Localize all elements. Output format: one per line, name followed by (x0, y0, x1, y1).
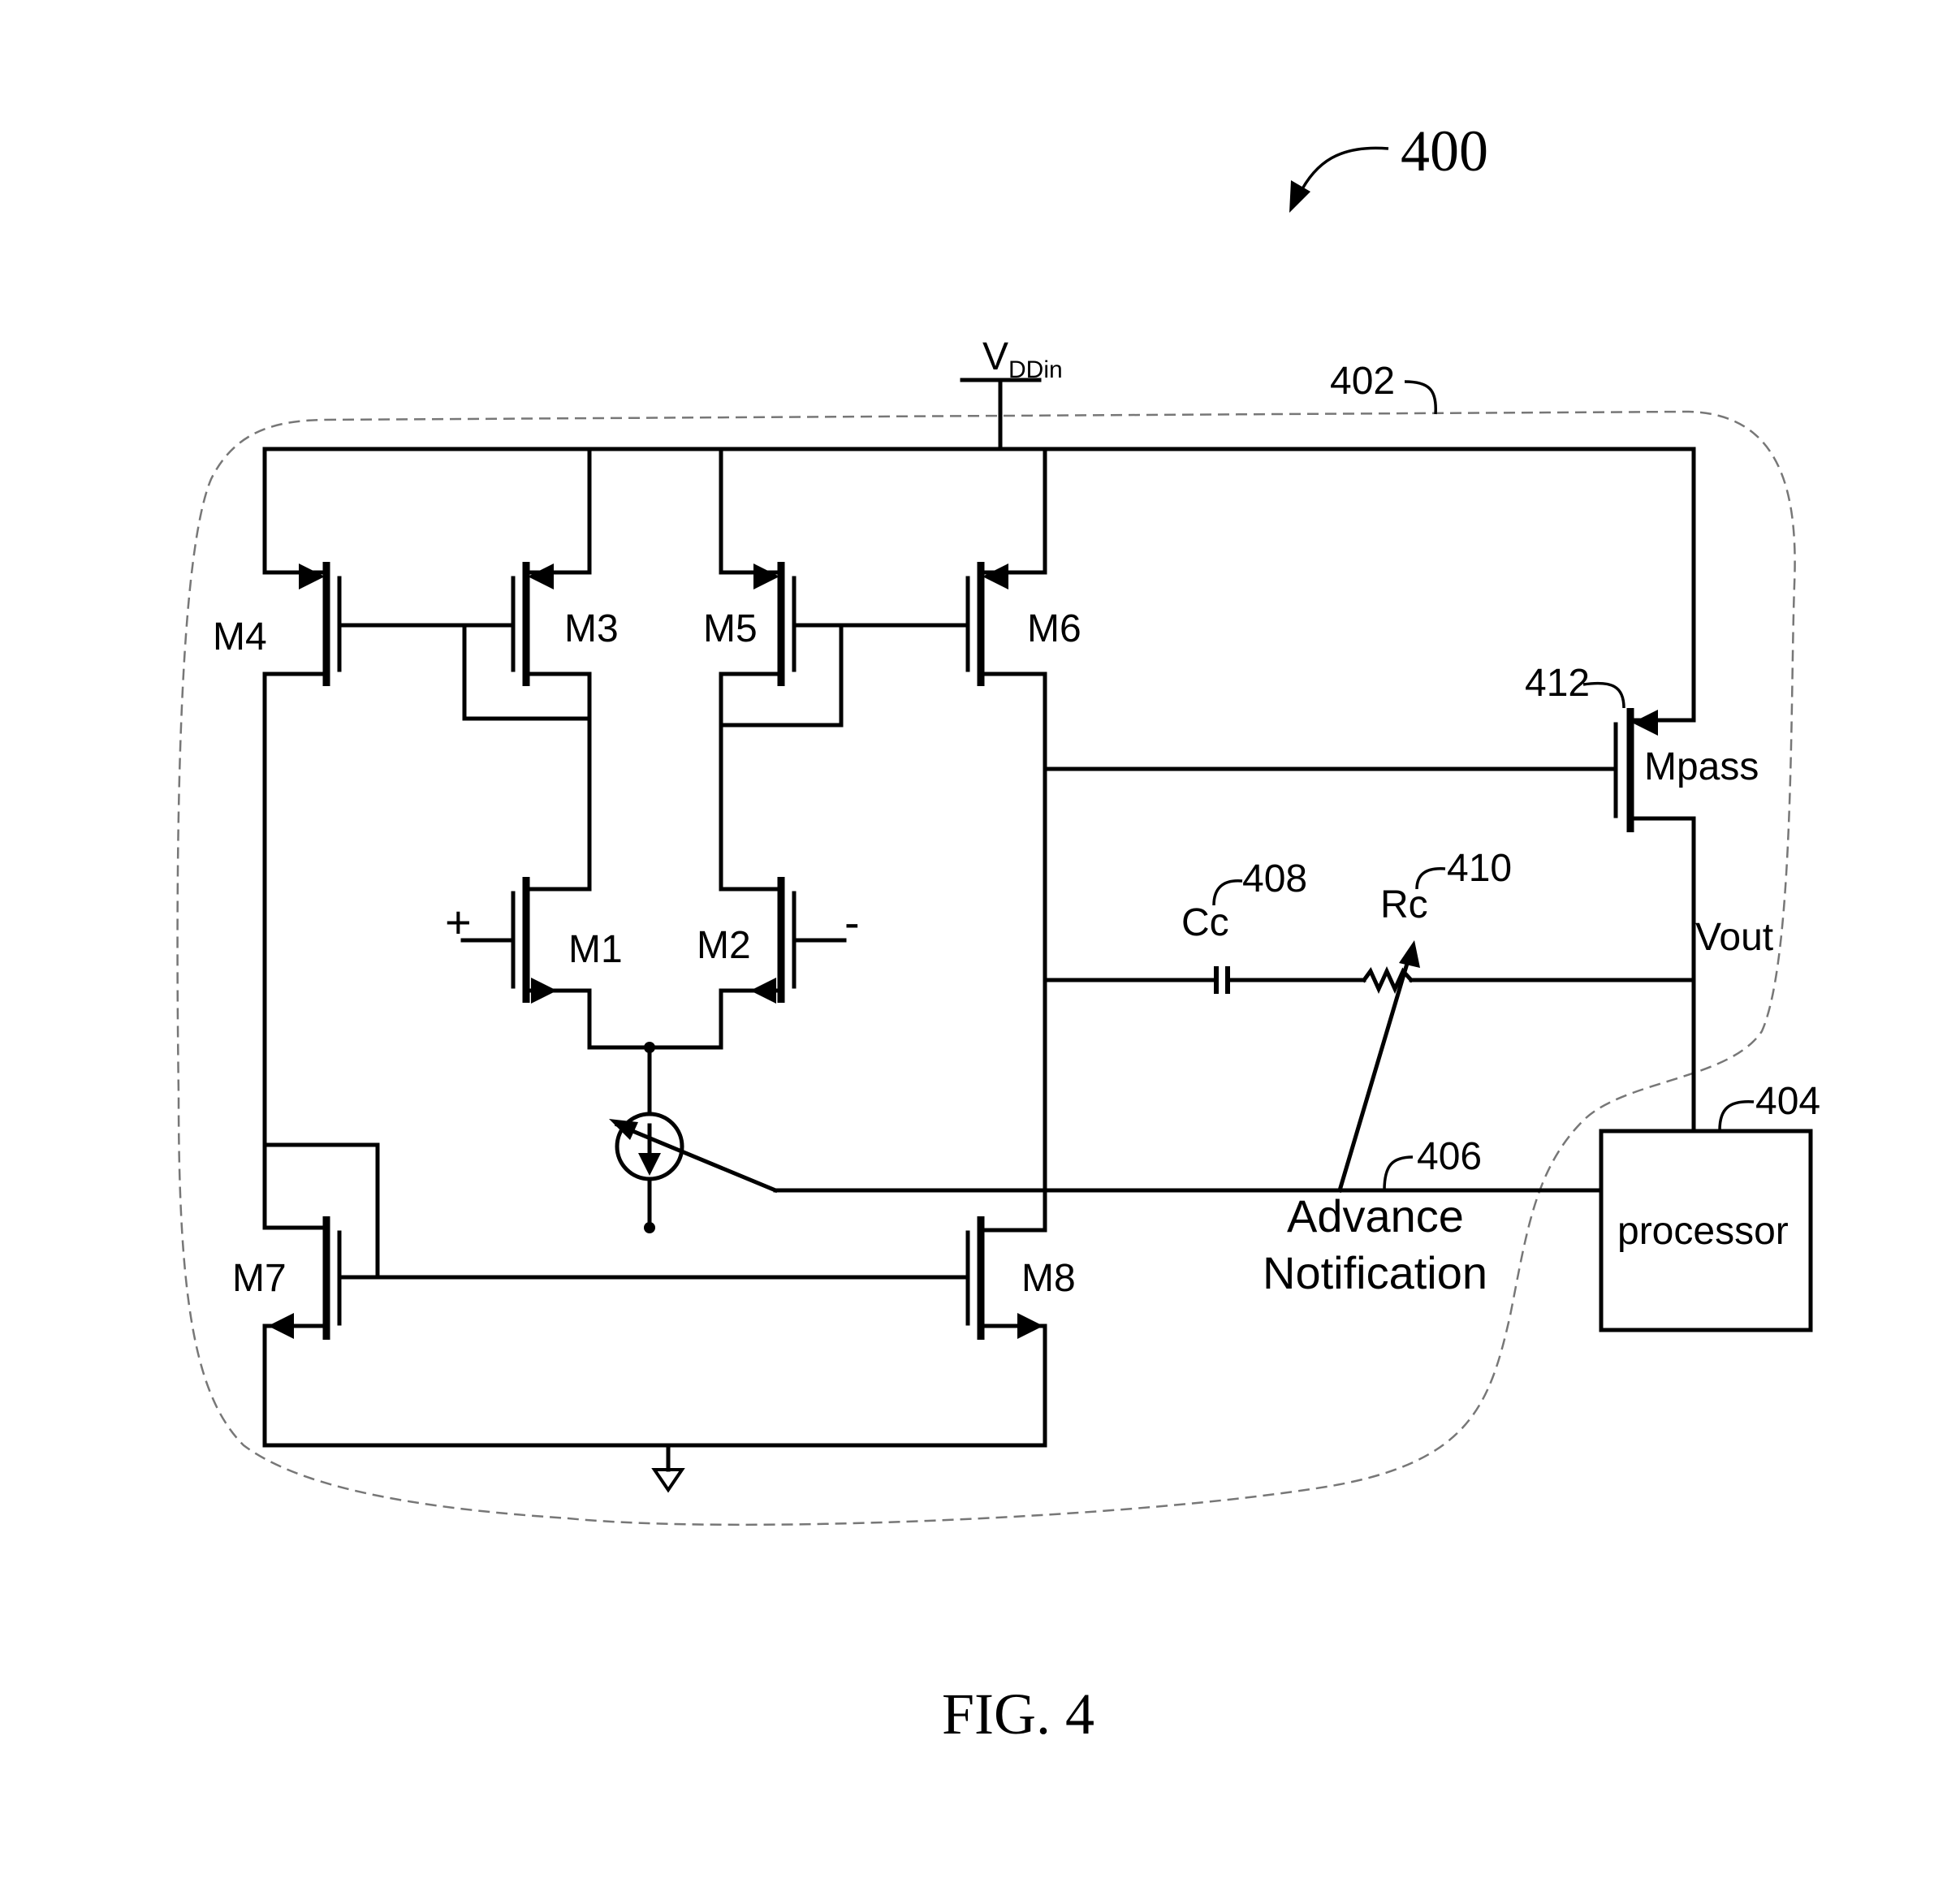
vout-label: Vout (1695, 916, 1773, 959)
m7-source-arrow (268, 1313, 294, 1339)
m4-drain-wire (265, 674, 325, 1145)
mpass-ref: 412 (1525, 662, 1590, 705)
m3-drain-wire (528, 674, 589, 889)
tail-bottom-dot (644, 1222, 655, 1233)
m7-label: M7 (232, 1257, 287, 1300)
m6-source-arrow (982, 564, 1008, 589)
m5-source-wire (721, 449, 779, 572)
m6-drain-wire (982, 674, 1045, 1230)
region-402-boundary (178, 412, 1795, 1525)
m8-label: M8 (1021, 1257, 1076, 1300)
cc-label: Cc (1181, 901, 1229, 944)
m1-source-wire (528, 991, 650, 1047)
processor-ref-leader (1720, 1102, 1754, 1130)
m3-source-arrow (528, 564, 554, 589)
tail-current-arrowhead (638, 1153, 661, 1176)
m7-source-wire (265, 1326, 325, 1445)
mpass-label: Mpass (1644, 745, 1759, 788)
m6-source-wire (982, 449, 1045, 572)
m5-source-arrow (753, 564, 779, 589)
m6-label: M6 (1027, 607, 1081, 650)
m4-source-arrow (299, 564, 325, 589)
rc-ref: 410 (1447, 847, 1512, 890)
m4-source-wire (265, 449, 325, 572)
supply-label: VDDin (982, 335, 1063, 383)
m5-drain-wire (721, 674, 779, 889)
processor-ref: 404 (1755, 1080, 1820, 1123)
rc-variable-arrowhead (1399, 940, 1420, 968)
figure-pointer-arrowhead (1289, 180, 1310, 213)
m1-source-arrow (531, 978, 557, 1004)
processor-label: processor (1617, 1210, 1789, 1253)
m7-drain-wire (265, 1145, 325, 1228)
m8-source-arrow (1017, 1313, 1043, 1339)
cc-ref: 408 (1242, 857, 1307, 900)
region-402-ref: 402 (1330, 360, 1395, 403)
notification-ref: 406 (1417, 1135, 1482, 1178)
m8-source-wire (982, 1326, 1045, 1445)
notification-ref-leader (1384, 1157, 1413, 1190)
region-402-leader (1405, 382, 1435, 414)
ground-symbol (654, 1470, 682, 1490)
m2-source-wire (650, 991, 779, 1047)
m1-label: M1 (568, 928, 623, 971)
figure-caption: FIG. 4 (942, 1682, 1094, 1747)
input-minus: - (844, 896, 860, 948)
tail-variable-arrowhead (609, 1119, 638, 1140)
m3-source-wire (528, 449, 589, 572)
figure-number: 400 (1401, 119, 1488, 184)
notification-label-line1: Advance (1287, 1190, 1464, 1241)
m4-label: M4 (213, 615, 267, 659)
rc-variable-arrow (1340, 958, 1409, 1190)
m5-label: M5 (703, 607, 758, 650)
mpass-drain-wire (1632, 818, 1694, 1131)
m2-label: M2 (697, 924, 751, 967)
figure-pointer-arrow (1299, 148, 1388, 195)
input-plus: + (445, 896, 472, 948)
m3-label: M3 (564, 607, 619, 650)
rc-label: Rc (1380, 883, 1428, 926)
notification-label-line2: Notification (1263, 1247, 1487, 1298)
mpass-source-arrow (1632, 710, 1658, 736)
m2-source-arrow (750, 978, 776, 1004)
mpass-source-wire (1632, 449, 1694, 720)
